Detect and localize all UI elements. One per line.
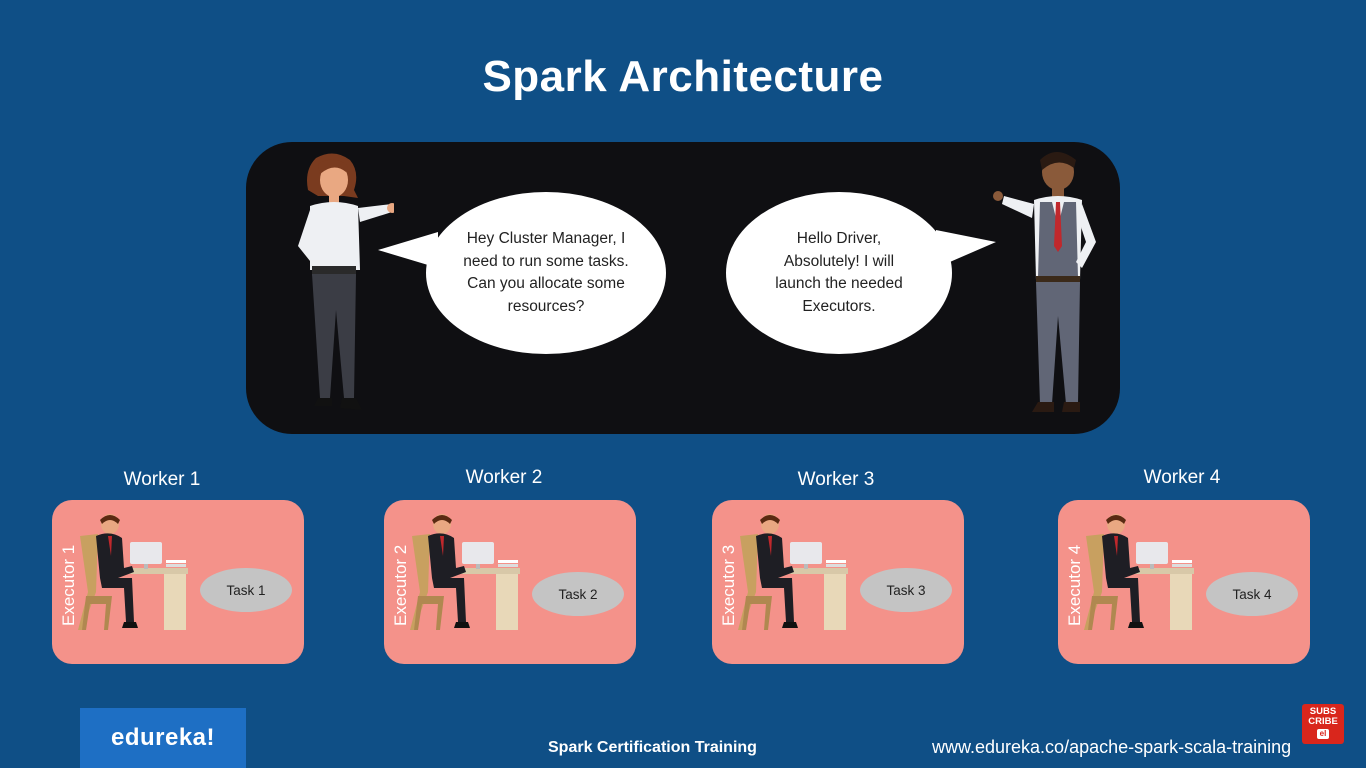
worker-label-3: Worker 3 [797,469,875,490]
course-name: Spark Certification Training [548,739,757,756]
executor-desk-illustration [410,514,520,630]
subscribe-text-mid: CRIBE [1308,716,1338,727]
worker-label-4: Worker 4 [1143,467,1221,488]
worker-card-3: Executor 3 Task 3 [712,500,964,664]
task-2: Task 2 [532,572,624,616]
driver-woman-illustration [298,153,394,410]
worker-card-4: Executor 4 Task 4 [1058,500,1310,664]
driver-bubble-tail [378,232,438,268]
edureka-logo[interactable]: edureka! [80,708,246,768]
slide-title: Spark Architecture [482,52,884,101]
task-1: Task 1 [200,568,292,612]
dialog-panel: Hey Cluster Manager, I need to run some … [246,142,1120,434]
worker-label-1: Worker 1 [123,469,201,490]
manager-bubble-tail [936,230,996,268]
executor-desk-illustration [738,514,848,630]
executor-desk-illustration [78,514,188,630]
course-url-link[interactable]: www.edureka.co/apache-spark-scala-traini… [932,737,1292,757]
driver-speech-text: Hey Cluster Manager, I need to run some … [463,230,629,315]
executor-desk-illustration [1084,514,1194,630]
worker-card-2: Executor 2 Task 2 [384,500,636,664]
driver-speech-bubble: Hey Cluster Manager, I need to run some … [426,192,666,354]
manager-speech-text: Hello Driver, Absolutely! I will launch … [775,230,903,315]
task-4: Task 4 [1206,572,1298,616]
manager-speech-bubble: Hello Driver, Absolutely! I will launch … [726,192,952,354]
youtube-icon: el [1316,729,1330,739]
task-3: Task 3 [860,568,952,612]
worker-label-2: Worker 2 [465,467,543,488]
subscribe-text-top: SUBS [1309,706,1337,717]
cluster-manager-man-illustration [993,152,1096,412]
worker-card-1: Executor 1 Task 1 [52,500,304,664]
subscribe-button[interactable]: SUBS CRIBE el [1302,704,1344,744]
